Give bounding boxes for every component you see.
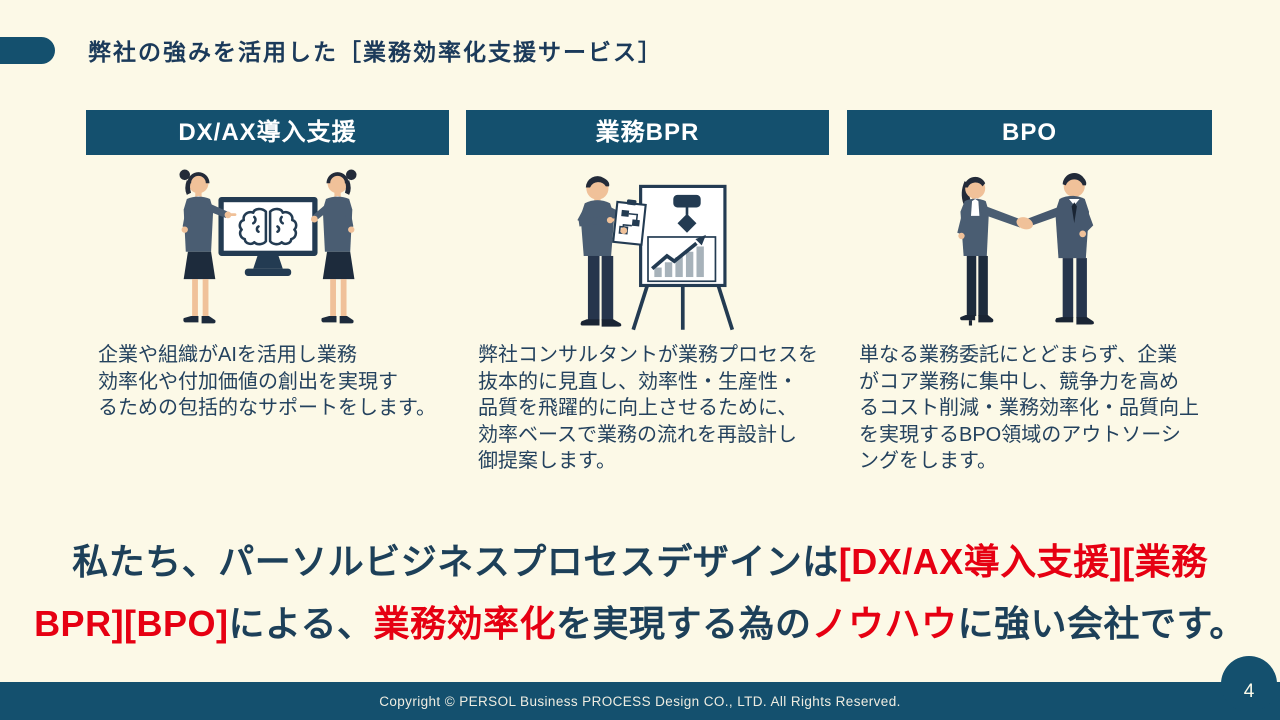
service-column-bpr: 業務BPR — [466, 110, 829, 475]
column-header-bpr: 業務BPR — [466, 110, 829, 155]
statement-segment-navy: 私たち、パーソルビジネスプロセスデザインは — [72, 541, 839, 582]
statement-segment-navy: に強い会社です。 — [957, 603, 1246, 644]
statement-line-1: 私たち、パーソルビジネスプロセスデザインは[DX/AX導入支援][業務 — [0, 531, 1280, 593]
consultant-flipchart-icon — [576, 175, 734, 330]
handshake-illustration — [847, 155, 1212, 338]
column-header-bpo: BPO — [847, 110, 1212, 155]
service-column-dxax: DX/AX導入支援 — [86, 110, 449, 422]
service-column-bpo: BPO — [847, 110, 1212, 475]
page-number-badge: 4 — [1221, 656, 1277, 712]
column-description-dxax: 企業や組織がAIを活用し業務 効率化や付加価値の創出を実現す るための包括的なサ… — [98, 344, 436, 419]
copyright-text: Copyright © PERSOL Business PROCESS Desi… — [379, 693, 901, 709]
ai-monitor-illustration — [86, 155, 449, 338]
page-number: 4 — [1243, 681, 1255, 702]
business-handshake-icon — [956, 172, 1094, 326]
statement: 私たち、パーソルビジネスプロセスデザインは[DX/AX導入支援][業務 BPR]… — [0, 531, 1280, 655]
statement-segment-navy: を実現する為の — [555, 603, 812, 644]
statement-segment-red: BPR][BPO] — [34, 603, 229, 644]
footer-bar: Copyright © PERSOL Business PROCESS Desi… — [0, 682, 1280, 720]
column-header-dxax: DX/AX導入支援 — [86, 110, 449, 155]
statement-segment-red: [DX/AX導入支援][業務 — [838, 541, 1208, 582]
title-accent-pill — [0, 37, 55, 64]
two-women-ai-monitor-icon — [178, 169, 357, 323]
statement-segment-red: 業務効率化 — [373, 603, 556, 644]
statement-segment-navy: による、 — [228, 603, 374, 644]
column-description-bpo: 単なる業務委託にとどまらず、企業 がコア業務に集中し、競争力を高め るコスト削減… — [859, 344, 1199, 472]
page-title: 弊社の強みを活用した［業務効率化支援サービス］ — [88, 39, 663, 65]
statement-line-2: BPR][BPO]による、業務効率化を実現する為のノウハウに強い会社です。 — [0, 593, 1280, 655]
column-description-bpr: 弊社コンサルタントが業務プロセスを 抜本的に見直し、効率性・生産性・ 品質を飛躍… — [478, 344, 818, 472]
flipchart-illustration — [466, 155, 829, 338]
statement-segment-red: ノウハウ — [811, 603, 958, 644]
